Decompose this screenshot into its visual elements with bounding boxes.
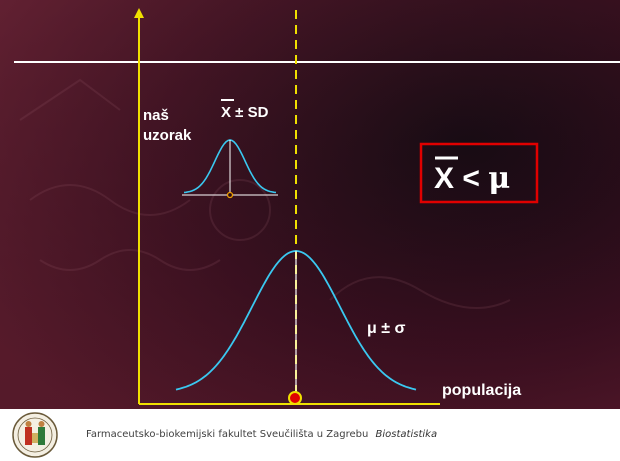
university-seal-icon [12,412,58,458]
sample-formula: X ± SD [221,104,269,121]
sample-mean-marker [226,191,234,199]
diagram: naš uzorak X ± SD X < μ μ ± σ populacija [0,0,620,409]
background-formula-watermark [19,78,511,309]
background-texture [0,0,620,409]
y-axis-arrow-icon [134,8,144,18]
footer-course: Biostatistika [375,429,438,440]
footer-institution: Farmaceutsko-biokemijski fakultet Sveuči… [86,429,369,440]
sample-label-line1: naš [143,107,169,124]
population-label: populacija [442,382,521,399]
population-formula: μ ± σ [367,320,405,337]
sample-label-line2: uzorak [143,127,192,144]
footer-text: Farmaceutsko-biokemijski fakultet Sveuči… [86,429,437,440]
comparison-box [419,142,539,204]
footer: Farmaceutsko-biokemijski fakultet Sveuči… [0,409,620,461]
comparison-formula: X < μ [434,161,510,196]
population-mean-marker [288,391,302,405]
